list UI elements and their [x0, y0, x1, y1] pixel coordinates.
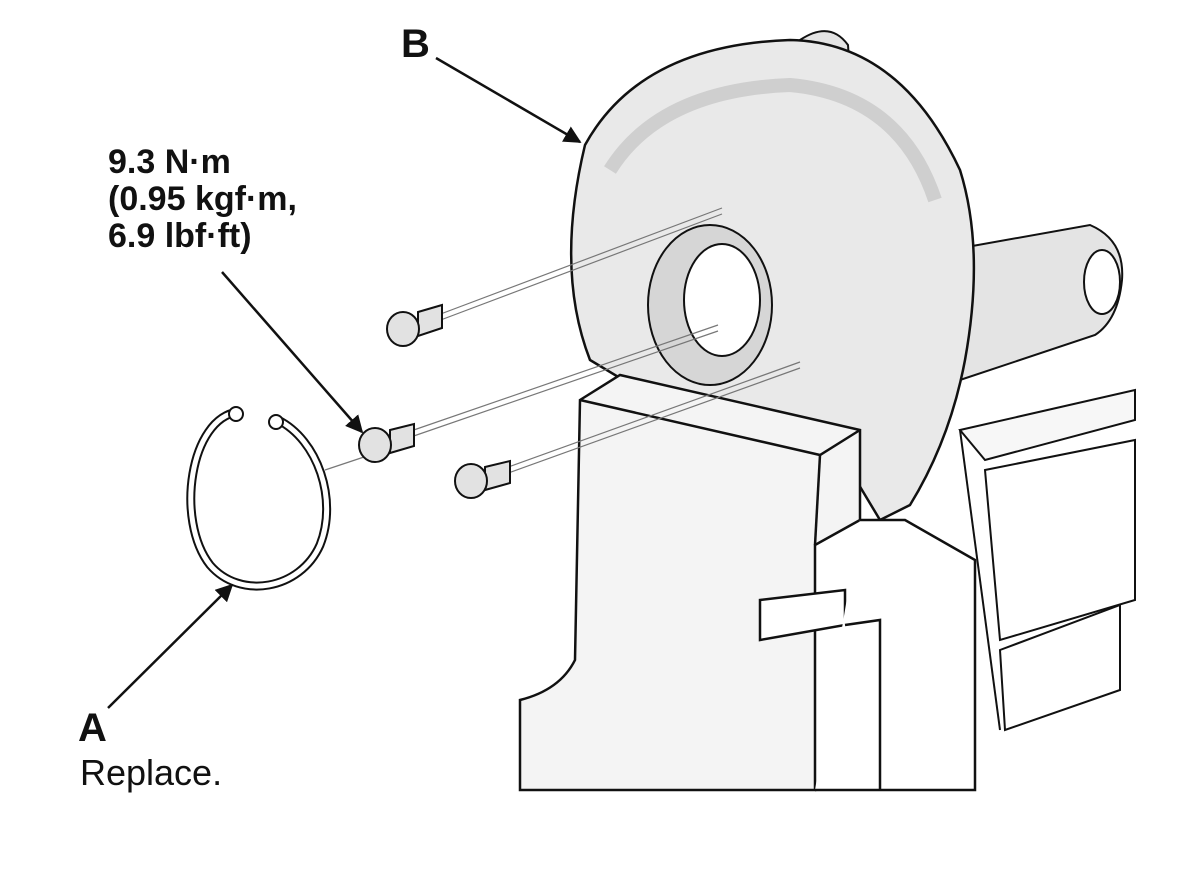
- bolt-upper: [386, 303, 443, 347]
- torque-spec-callout: 9.3 N·m (0.95 kgf·m, 6.9 lbf·ft): [108, 144, 297, 255]
- mounting-bracket: [518, 373, 977, 792]
- assembly-guide-lines: [324, 207, 801, 477]
- support-frame: [958, 388, 1136, 732]
- leader-arrow-a: [107, 583, 234, 709]
- torque-spec-line-2: (0.95 kgf·m,: [108, 180, 297, 218]
- callout-label-b: B: [401, 22, 430, 66]
- bolt-lower: [454, 459, 511, 499]
- callout-note-a: Replace.: [80, 752, 223, 793]
- leader-arrow-b: [435, 56, 582, 144]
- snap-ring-a: [186, 406, 332, 591]
- torque-spec-line-1: 9.3 N·m: [108, 143, 231, 181]
- torque-spec-line-3: 6.9 lbf·ft): [108, 217, 252, 255]
- leader-arrow-torque: [221, 271, 364, 434]
- bolt-middle: [358, 422, 415, 463]
- callout-label-a: A: [78, 706, 107, 750]
